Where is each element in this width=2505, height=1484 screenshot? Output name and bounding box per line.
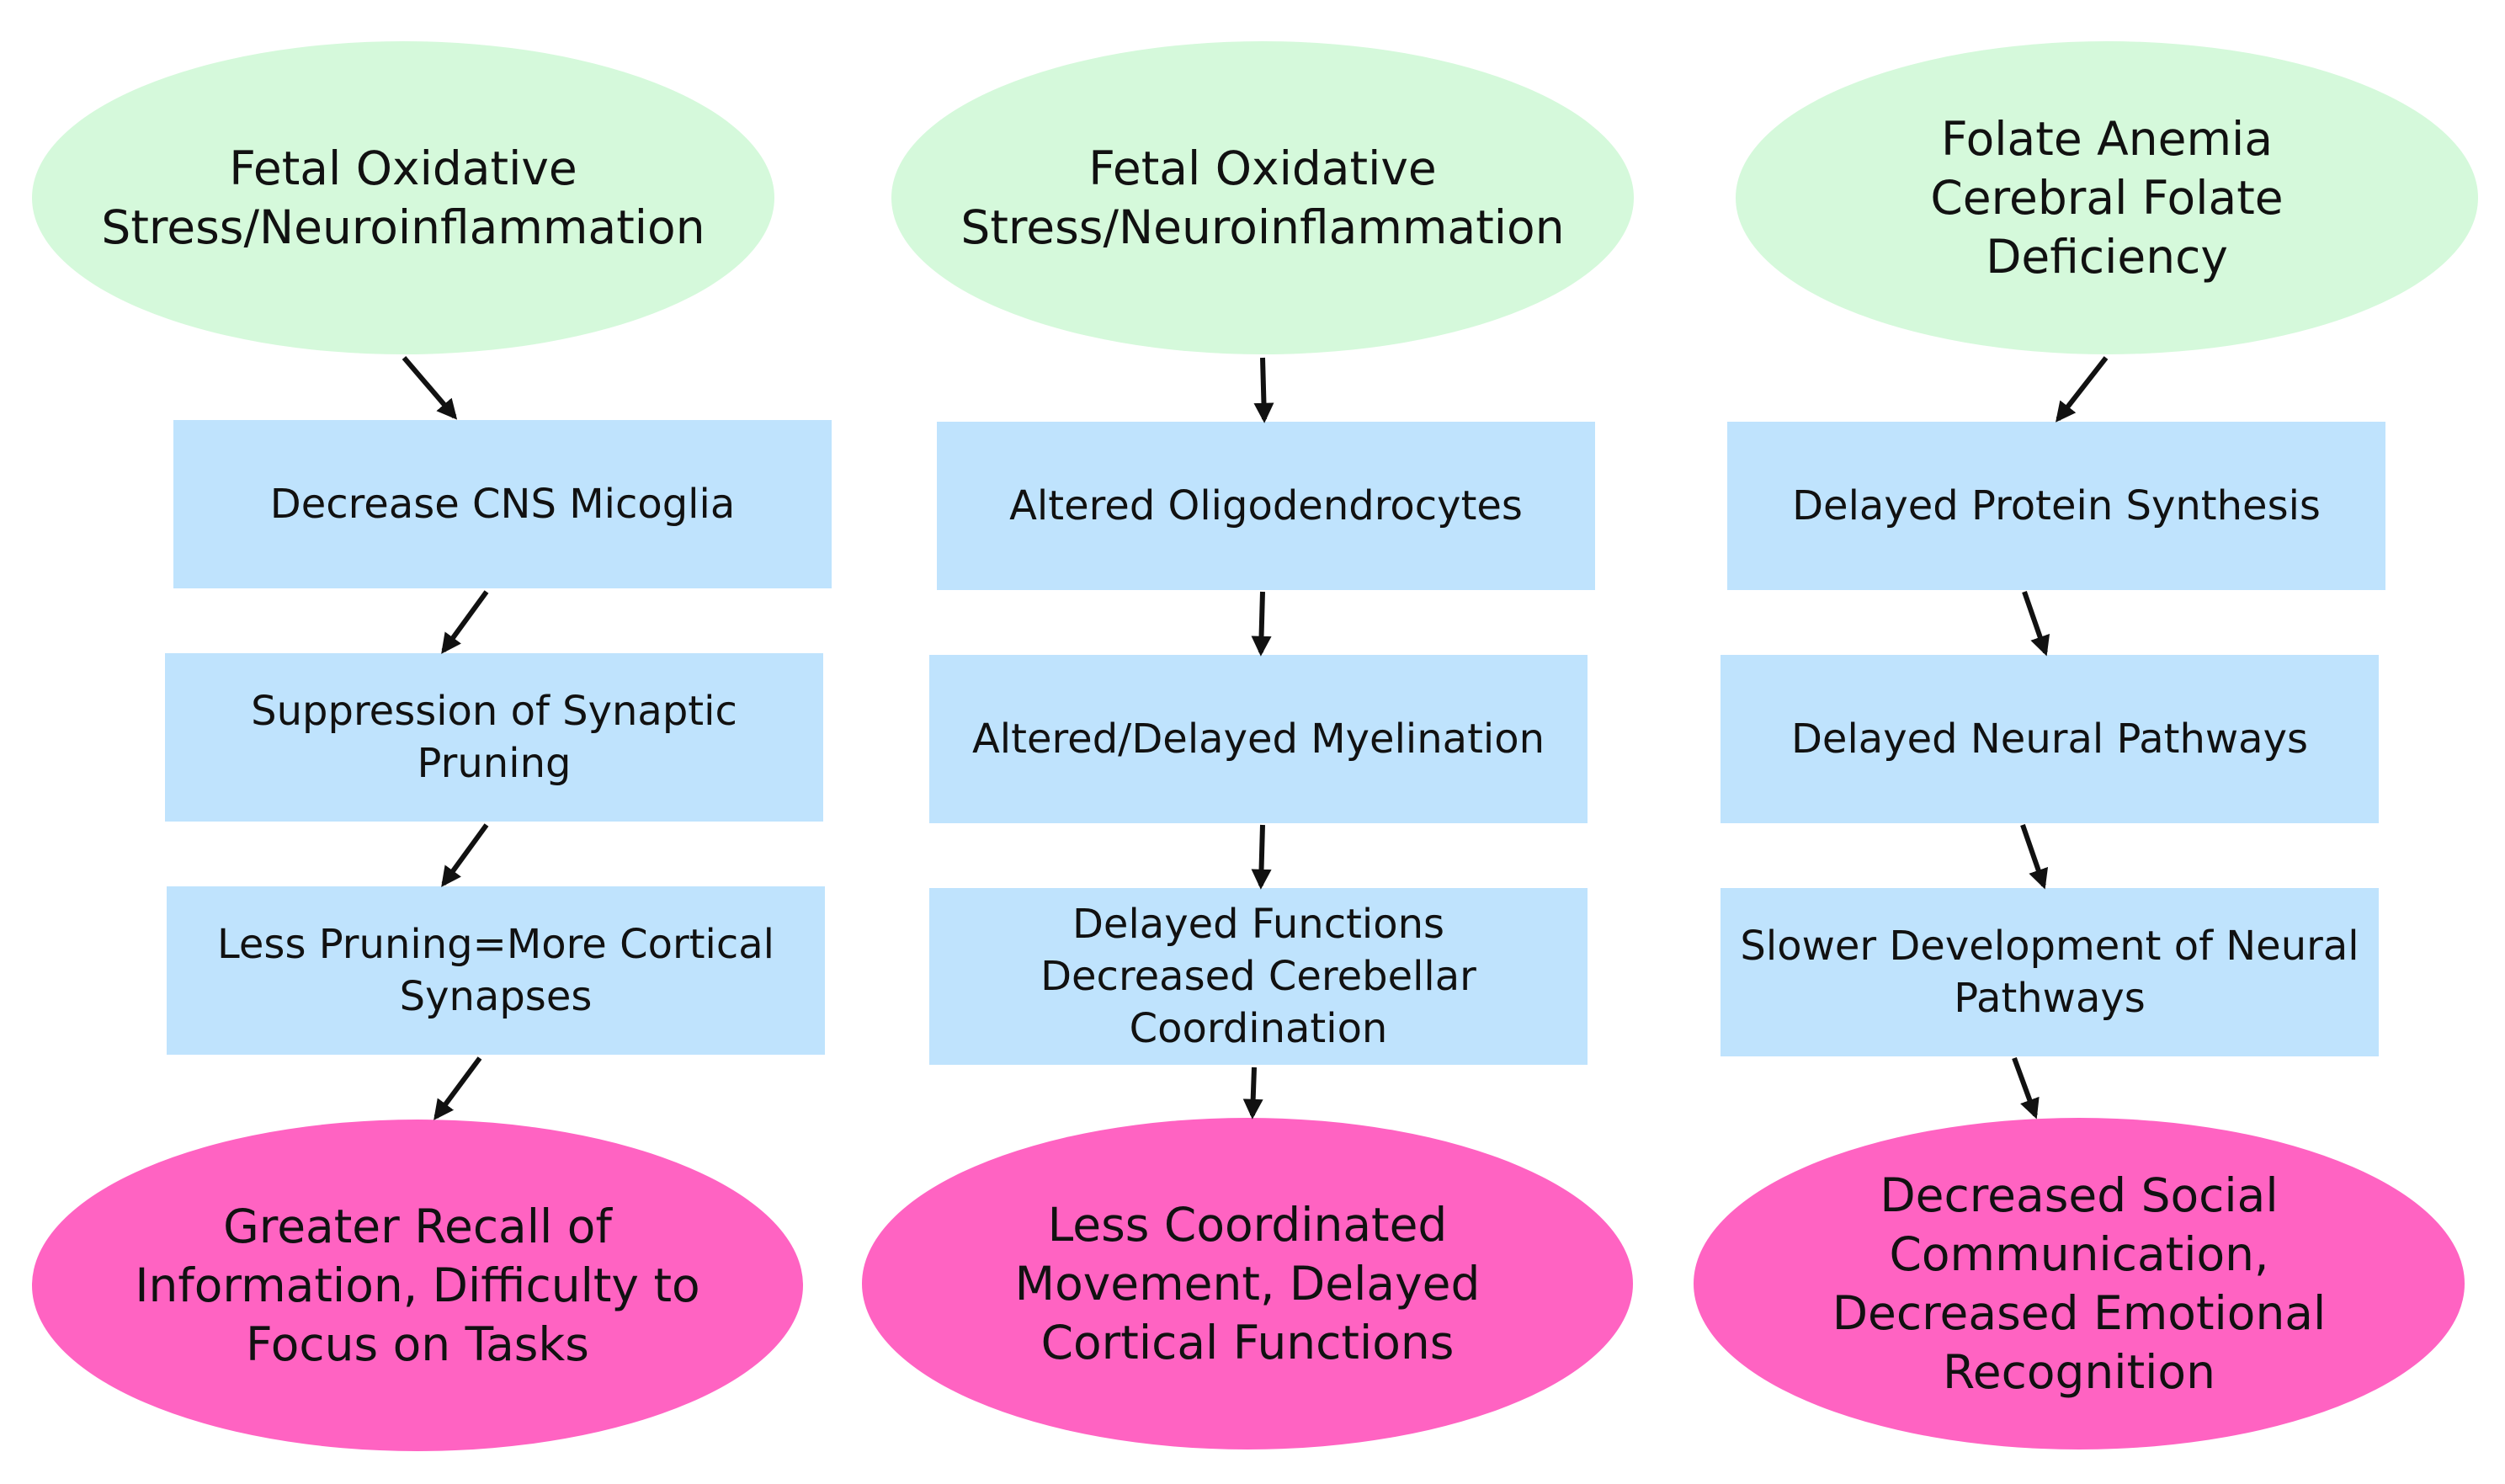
cause-oval-col1-text: Fetal Oxidative Stress/Neuroinflammation	[101, 141, 705, 254]
step-box-col3-3-text: Slower Development of Neural Pathways	[1740, 923, 2359, 1022]
step-box-col3-1-text: Delayed Protein Synthesis	[1792, 482, 2321, 529]
outcome-oval-col2: Less Coordinated Movement, Delayed Corti…	[862, 1118, 1633, 1449]
cause-oval-col2-text: Fetal Oxidative Stress/Neuroinflammation	[960, 141, 1565, 254]
step-box-col2-1: Altered Oligodendrocytes	[937, 422, 1595, 590]
step-box-col3-1: Delayed Protein Synthesis	[1727, 422, 2385, 590]
step-box-col2-2-text: Altered/Delayed Myelination	[971, 715, 1545, 763]
outcome-oval-col3: Decreased Social Communication, Decrease…	[1694, 1118, 2465, 1449]
step-box-col1-1: Decrease CNS Micoglia	[173, 420, 832, 588]
step-box-col2-1-text: Altered Oligodendrocytes	[1009, 482, 1523, 529]
arrow-col3-1	[2056, 356, 2109, 423]
step-box-col2-3-text: Delayed Functions Decreased Cerebellar C…	[1040, 901, 1476, 1052]
arrow-col1-2	[441, 590, 489, 654]
step-box-col3-2: Delayed Neural Pathways	[1721, 655, 2379, 823]
arrow-col3-2	[2022, 591, 2050, 657]
arrow-col1-1	[402, 356, 458, 420]
arrow-col2-3	[1251, 824, 1272, 890]
step-box-col1-3: Less Pruning=More Cortical Synapses	[167, 886, 825, 1055]
arrow-col1-3	[441, 823, 489, 887]
step-box-col1-1-text: Decrease CNS Micoglia	[269, 481, 736, 528]
step-box-col2-2: Altered/Delayed Myelination	[929, 655, 1588, 823]
arrow-col1-4	[433, 1056, 482, 1120]
outcome-oval-col3-text: Decreased Social Communication, Decrease…	[1832, 1168, 2327, 1399]
outcome-oval-col1-text: Greater Recall of Information, Difficult…	[135, 1199, 700, 1371]
step-box-col1-3-text: Less Pruning=More Cortical Synapses	[217, 921, 774, 1020]
outcome-oval-col1: Greater Recall of Information, Difficult…	[32, 1120, 803, 1451]
step-box-col3-2-text: Delayed Neural Pathways	[1790, 715, 2309, 763]
step-box-col2-3: Delayed Functions Decreased Cerebellar C…	[929, 888, 1588, 1065]
arrow-col3-4	[2012, 1056, 2040, 1120]
step-box-col1-2-text: Suppression of Synaptic Pruning	[251, 688, 737, 787]
cause-oval-col1: Fetal Oxidative Stress/Neuroinflammation	[32, 41, 774, 354]
arrow-col3-3	[2020, 824, 2049, 890]
arrow-col2-4	[1242, 1066, 1263, 1120]
cause-oval-col2: Fetal Oxidative Stress/Neuroinflammation	[891, 41, 1634, 354]
cause-oval-col3: Folate Anemia Cerebral Folate Deficiency	[1736, 41, 2478, 354]
step-box-col3-3: Slower Development of Neural Pathways	[1721, 888, 2379, 1056]
cause-oval-col3-text: Folate Anemia Cerebral Folate Deficiency	[1930, 112, 2284, 284]
arrow-col2-2	[1251, 591, 1272, 657]
step-box-col1-2: Suppression of Synaptic Pruning	[165, 653, 823, 822]
arrow-col2-1	[1253, 357, 1274, 423]
outcome-oval-col2-text: Less Coordinated Movement, Delayed Corti…	[1014, 1198, 1481, 1370]
